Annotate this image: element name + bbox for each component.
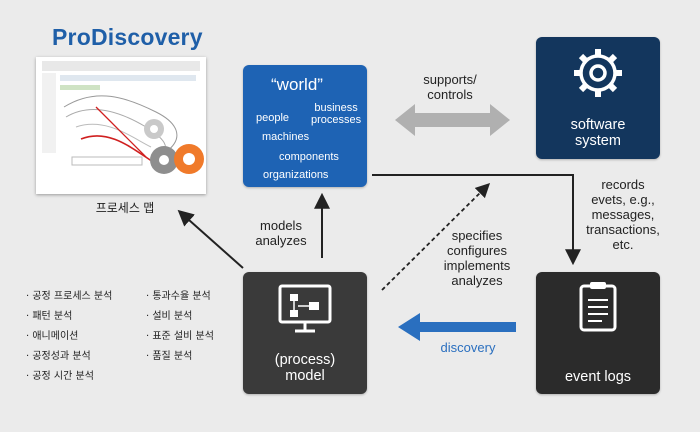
feature-item: · 애니메이션 (26, 331, 79, 342)
world-item-organizations: organizations (263, 169, 329, 181)
feature-item: · 설비 분석 (146, 311, 193, 322)
world-box: “world” people business processes machin… (243, 65, 367, 187)
prodiscovery-logo: ProDiscovery (52, 24, 203, 50)
supports-controls-label: supports/ controls (423, 72, 477, 102)
supports-double-arrow (395, 104, 510, 136)
records-arrow (372, 174, 581, 266)
feature-item: · 표준 설비 분석 (146, 331, 214, 342)
process-map-label: 프로세스 맵 (95, 201, 155, 215)
discovery-label: discovery (440, 340, 496, 355)
world-item-machines: machines (262, 131, 310, 143)
specifies-arrow (381, 182, 491, 291)
event-logs-box: event logs (536, 272, 660, 394)
software-system-box: software system (536, 37, 660, 159)
world-item-people: people (256, 112, 290, 124)
feature-item: · 통과수율 분석 (146, 291, 211, 302)
process-model-box: (process) model (243, 272, 367, 394)
discovery-arrow (398, 313, 516, 341)
models-analyzes-label: models analyzes (255, 218, 307, 248)
feature-item: · 공정 시간 분석 (26, 371, 94, 382)
feature-item: · 공정성과 분석 (26, 351, 91, 362)
gear-icon (574, 49, 622, 97)
feature-list-right: · 통과수율 분석 · 설비 분석 · 표준 설비 분석 · 품질 분석 (146, 287, 214, 367)
model-label: (process) model (274, 352, 336, 384)
software-label: software system (570, 117, 626, 149)
feature-item: · 공정 프로세스 분석 (26, 291, 113, 302)
monitor-flowchart-icon (278, 284, 332, 333)
feature-item: · 패턴 분석 (26, 311, 73, 322)
clipboard-icon (579, 282, 617, 332)
feature-list-left: · 공정 프로세스 분석 · 패턴 분석 · 애니메이션 · 공정성과 분석 ·… (26, 287, 112, 387)
world-item-business-processes: business processes (311, 102, 362, 126)
feature-item: · 품질 분석 (146, 351, 193, 362)
records-label: records evets, e.g., messages, transacti… (586, 177, 660, 252)
process-map-screenshot (36, 57, 206, 194)
world-item-components: components (279, 151, 339, 163)
event-logs-label: event logs (564, 369, 632, 385)
process-map-thumbnail-svg (42, 61, 204, 174)
specifies-label: specifies configures implements analyzes (443, 228, 511, 288)
world-title: “world” (271, 75, 323, 94)
process-map-arrow (177, 209, 244, 269)
